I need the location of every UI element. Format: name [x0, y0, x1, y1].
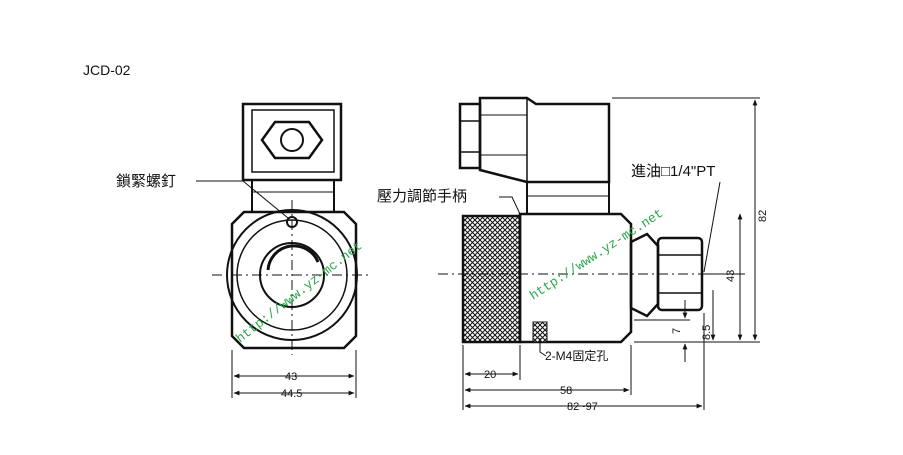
dim-82: 82 — [757, 210, 769, 222]
side-connector-housing — [478, 96, 611, 184]
side-horizontal-dimensions — [462, 313, 705, 410]
front-body — [230, 210, 358, 350]
dim-20: 20 — [484, 369, 496, 381]
connector-housing — [241, 102, 343, 182]
oil-inlet-label: 進油□1/4"PT — [631, 163, 715, 180]
dim-44-5: 44.5 — [281, 388, 302, 400]
mount-holes-label: 2-M4固定孔 — [545, 348, 608, 363]
side-view — [438, 96, 725, 344]
hex-nut — [260, 120, 324, 160]
side-vertical-dimensions — [612, 97, 760, 362]
front-view — [212, 102, 372, 355]
side-body — [518, 212, 633, 344]
dim-43-front: 43 — [285, 371, 297, 383]
watermark-right: http://www.yz-mc.net — [527, 206, 666, 304]
front-dimensions — [231, 350, 357, 398]
dim-58: 58 — [560, 385, 572, 397]
dim-7: 7 — [671, 328, 683, 334]
dim-82-97: 82~97 — [567, 401, 598, 413]
fitting-base — [629, 232, 660, 318]
side-hex-nut — [458, 102, 482, 170]
pressure-handle-label: 壓力調節手柄 — [377, 187, 467, 205]
dim-8-5: 8.5 — [701, 325, 713, 340]
dim-43-side: 43 — [725, 270, 737, 282]
model-title: JCD-02 — [83, 62, 131, 78]
pressure-handle — [461, 214, 522, 344]
lock-screw-label: 鎖緊螺釘 — [116, 173, 176, 190]
